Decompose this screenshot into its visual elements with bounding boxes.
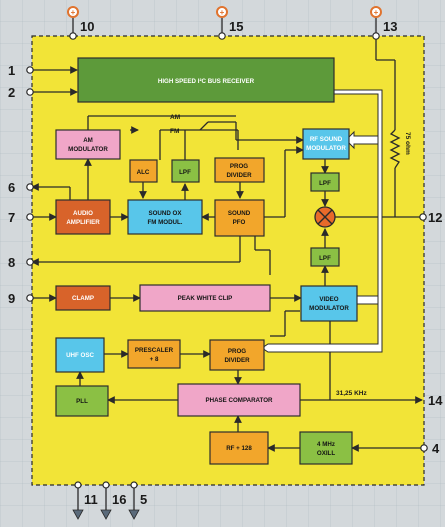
mixer-icon bbox=[314, 206, 336, 228]
block-prog-divider-main bbox=[209, 339, 265, 371]
block-pll bbox=[55, 385, 109, 417]
block-labels: HIGH SPEED I²C BUS RECEIVER AM MODULATOR… bbox=[66, 78, 411, 457]
svg-text:+: + bbox=[374, 8, 379, 17]
label-uhf-osc: UHF OSC bbox=[66, 352, 94, 359]
label-freq: 31,25 KHz bbox=[336, 390, 367, 397]
block-rf-div bbox=[209, 431, 269, 465]
label-lpf-audio: LPF bbox=[179, 169, 191, 176]
chip-outline bbox=[31, 35, 425, 486]
label-audio-amp-1: AUDIO bbox=[73, 210, 93, 217]
pins: 10 15 13 1 2 6 7 8 9 12 14 4 11 16 5 bbox=[8, 19, 443, 520]
label-phase-comparator: PHASE COMPARATOR bbox=[205, 397, 273, 404]
label-video-mod-1: VIDEO bbox=[319, 296, 338, 303]
label-lpf-rf: LPF bbox=[319, 180, 331, 187]
label-am-modulator-2: MODULATOR bbox=[68, 146, 108, 153]
block-sound-pfo bbox=[214, 199, 265, 237]
block-rf-sound-modulator bbox=[302, 128, 350, 160]
pin-11: 11 bbox=[84, 492, 98, 507]
label-prog-div-main-1: PROG bbox=[228, 348, 246, 355]
pin-16: 16 bbox=[112, 492, 126, 507]
label-sound-fm-1: SOUND OX bbox=[148, 210, 182, 217]
label-peak-white-clip: PEAK WHITE CLIP bbox=[178, 295, 233, 302]
pin-15: 15 bbox=[229, 19, 243, 34]
svg-text:+: + bbox=[220, 8, 225, 17]
pin-13: 13 bbox=[383, 19, 397, 34]
label-prescaler-1: PRESCALER bbox=[135, 347, 174, 354]
block-alc bbox=[129, 159, 158, 183]
label-fm: FM bbox=[170, 128, 179, 135]
label-rf-sound-1: RF SOUND bbox=[310, 136, 343, 143]
label-sound-fm-2: FM MODUL. bbox=[147, 219, 182, 226]
label-rf-sound-2: MODULATOR bbox=[306, 145, 346, 152]
pin-7: 7 bbox=[8, 210, 15, 225]
label-am: AM bbox=[170, 114, 180, 121]
pin-10: 10 bbox=[80, 19, 94, 34]
label-video-mod-2: MODULATOR bbox=[309, 305, 349, 312]
block-oxill bbox=[299, 431, 353, 465]
label-i2c-receiver: HIGH SPEED I²C BUS RECEIVER bbox=[158, 78, 255, 85]
block-audio-amplifier bbox=[55, 199, 111, 235]
block-i2c-receiver bbox=[77, 57, 335, 103]
pin-4: 4 bbox=[432, 441, 440, 456]
label-alc: ALC bbox=[137, 169, 150, 176]
block-clamp bbox=[55, 285, 111, 311]
label-sound-pfo-2: PFO bbox=[233, 219, 246, 226]
pin-14: 14 bbox=[428, 393, 443, 408]
label-prog-div-main-2: DIVIDER bbox=[224, 357, 250, 364]
block-peak-white-clip bbox=[139, 284, 271, 312]
pin-2: 2 bbox=[8, 85, 15, 100]
supply-pins: + + + bbox=[67, 6, 382, 18]
pin-6: 6 bbox=[8, 180, 15, 195]
pin-12: 12 bbox=[428, 210, 442, 225]
pin-5: 5 bbox=[140, 492, 147, 507]
block-video-modulator bbox=[300, 285, 358, 322]
block-prog-divider-sound bbox=[214, 157, 265, 183]
block-lpf-video bbox=[310, 247, 340, 267]
block-prescaler bbox=[127, 339, 181, 369]
pin-1: 1 bbox=[8, 63, 15, 78]
block-lpf-audio bbox=[171, 159, 200, 183]
label-resistor: 75 ohm bbox=[404, 132, 411, 155]
block-am-modulator bbox=[55, 129, 121, 160]
block-uhf-osc bbox=[55, 337, 105, 373]
label-prog-div-sound-1: PROG bbox=[230, 163, 248, 170]
label-lpf-video: LPF bbox=[319, 255, 331, 262]
label-sound-pfo-1: SOUND bbox=[228, 210, 251, 217]
label-pll: PLL bbox=[76, 398, 88, 405]
label-rf-div: RF + 128 bbox=[226, 445, 252, 452]
label-prescaler-2: + 8 bbox=[150, 356, 159, 363]
block-sound-fm-modul bbox=[127, 199, 203, 235]
label-prog-div-sound-2: DIVIDER bbox=[226, 172, 252, 179]
label-am-modulator-1: AM bbox=[83, 137, 93, 144]
label-oxill-1: 4 MHz bbox=[317, 441, 335, 448]
pin-8: 8 bbox=[8, 255, 15, 270]
label-audio-amp-2: AMPLIFIER bbox=[66, 219, 100, 226]
block-phase-comparator bbox=[177, 383, 301, 417]
label-oxill-2: OXILL bbox=[317, 450, 335, 457]
svg-text:+: + bbox=[71, 8, 76, 17]
block-lpf-rf bbox=[310, 172, 340, 192]
pin-9: 9 bbox=[8, 291, 15, 306]
resistor-icon bbox=[389, 129, 401, 169]
blocks bbox=[55, 57, 358, 465]
label-clamp: CLAMP bbox=[72, 295, 94, 302]
wires bbox=[30, 18, 424, 510]
